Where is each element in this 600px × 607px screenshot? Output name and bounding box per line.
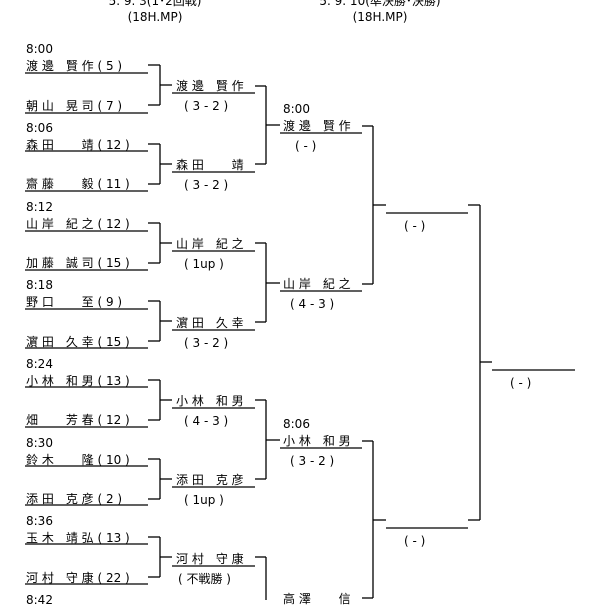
match-score: ( 不戦勝 )	[178, 572, 231, 586]
match-time: 8:12	[26, 200, 53, 214]
winner-name: 渡 邊 賢 作	[283, 119, 351, 133]
player-entry: 濵 田 久 幸 ( 15 )	[26, 335, 130, 349]
match-time: 8:36	[26, 514, 53, 528]
player-entry: 朝 山 晃 司 ( 7 )	[26, 99, 123, 113]
player-entry: 添 田 克 彦 ( 2 )	[26, 492, 123, 506]
winner-name: 森 田 靖	[176, 158, 244, 172]
player-entry: 森 田 靖 ( 12 )	[26, 138, 130, 152]
winner-name: 小 林 和 男	[283, 434, 351, 448]
player-entry: 山 岸 紀 之 ( 12 )	[26, 217, 130, 231]
round1-course: (18H.MP)	[127, 10, 183, 24]
match-score: ( - )	[295, 139, 317, 153]
final-score: ( - )	[510, 376, 532, 390]
winner-name: 濵 田 久 幸	[176, 316, 244, 330]
match-time: 8:06	[26, 121, 53, 135]
match-score: ( 3 - 2 )	[184, 336, 229, 350]
player-entry: 鈴 木 隆 ( 10 )	[26, 453, 130, 467]
match-score: ( 3 - 2 )	[184, 99, 229, 113]
match-time: 8:24	[26, 357, 53, 371]
winner-name: 小 林 和 男	[176, 394, 244, 408]
match-score: ( 4 - 3 )	[290, 297, 335, 311]
player-entry: 渡 邊 賢 作 ( 5 )	[26, 59, 123, 73]
winner-name: 渡 邊 賢 作	[176, 79, 244, 93]
match-score: ( 3 - 2 )	[290, 454, 335, 468]
match-time: 8:30	[26, 436, 53, 450]
match-time: 8:00	[26, 42, 53, 56]
round1-date: 5. 9. 3(1･2回戦)	[108, 0, 202, 8]
match-time: 8:06	[283, 417, 310, 431]
match-time: 8:00	[283, 102, 310, 116]
winner-name: 山 岸 紀 之	[283, 277, 351, 291]
player-entry: 小 林 和 男 ( 13 )	[26, 374, 130, 388]
round2-date: 5. 9. 10(準決勝･決勝)	[319, 0, 441, 8]
player-entry: 畑 芳 春 ( 12 )	[26, 413, 130, 427]
winner-name: 添 田 克 彦	[176, 473, 244, 487]
player-entry: 齋 藤 毅 ( 11 )	[26, 177, 130, 191]
winner-name: 山 岸 紀 之	[176, 237, 244, 251]
match-score: ( 1up )	[184, 257, 224, 271]
match-time: 8:18	[26, 278, 53, 292]
winner-name: 河 村 守 康	[176, 552, 244, 566]
match-score: ( - )	[404, 534, 426, 548]
player-entry: 玉 木 靖 弘 ( 13 )	[26, 531, 130, 545]
match-score: ( 1up )	[184, 493, 224, 507]
match-score: ( 4 - 3 )	[184, 414, 229, 428]
match-score: ( - )	[404, 219, 426, 233]
player-entry: 野 口 至 ( 9 )	[26, 295, 123, 309]
round2-course: (18H.MP)	[352, 10, 408, 24]
match-score: ( 3 - 2 )	[184, 178, 229, 192]
player-entry: 加 藤 誠 司 ( 15 )	[26, 256, 130, 270]
match-time: 8:42	[26, 593, 53, 607]
winner-name: 高 澤 信	[283, 592, 351, 606]
player-entry: 河 村 守 康 ( 22 )	[26, 571, 130, 585]
